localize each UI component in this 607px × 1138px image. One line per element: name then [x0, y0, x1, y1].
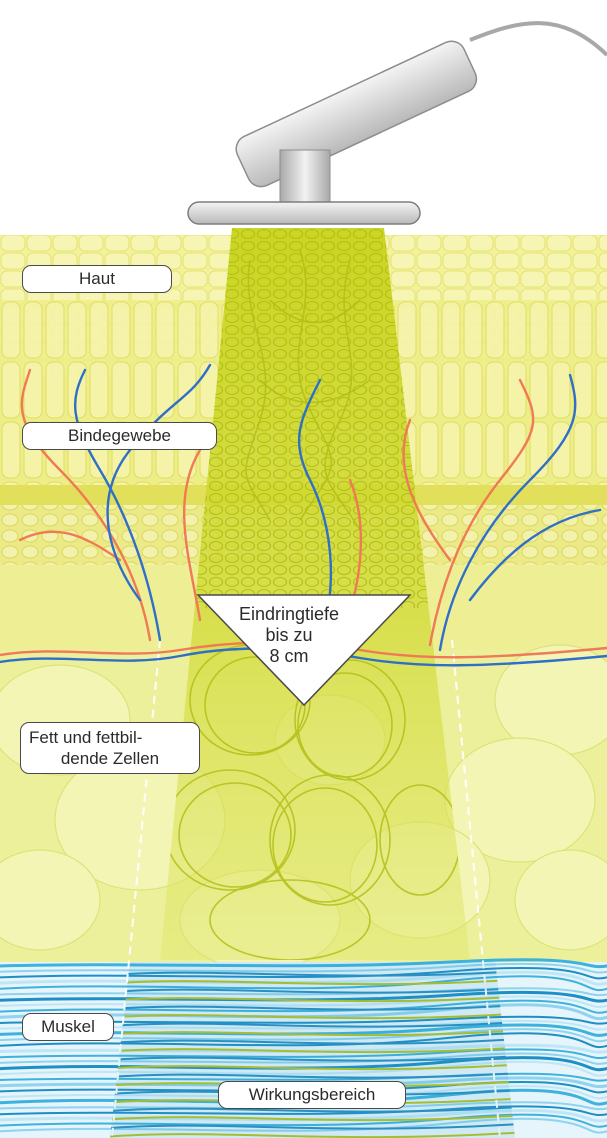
penetration-depth-text: Eindringtiefe bis zu 8 cm [214, 604, 364, 667]
muscle-effect-zone [110, 962, 520, 1138]
label-muscle-text: Muskel [41, 1017, 95, 1036]
label-fat-cells: Fett und fettbil- dende Zellen [20, 722, 200, 774]
device-head [188, 202, 420, 224]
label-effect-area: Wirkungsbereich [218, 1081, 406, 1109]
label-muscle: Muskel [22, 1013, 114, 1041]
penetration-line3: 8 cm [214, 646, 364, 667]
device-stem [280, 150, 330, 208]
label-connective-tissue: Bindegewebe [22, 422, 217, 450]
label-skin-text: Haut [79, 269, 115, 288]
label-effect-area-text: Wirkungsbereich [249, 1085, 376, 1104]
label-fat-line2: dende Zellen [29, 748, 191, 769]
penetration-line2: bis zu [214, 625, 364, 646]
penetration-line1: Eindringtiefe [214, 604, 364, 625]
label-fat-line1: Fett und fettbil- [29, 727, 191, 748]
label-skin: Haut [22, 265, 172, 293]
label-connective-tissue-text: Bindegewebe [68, 426, 171, 445]
